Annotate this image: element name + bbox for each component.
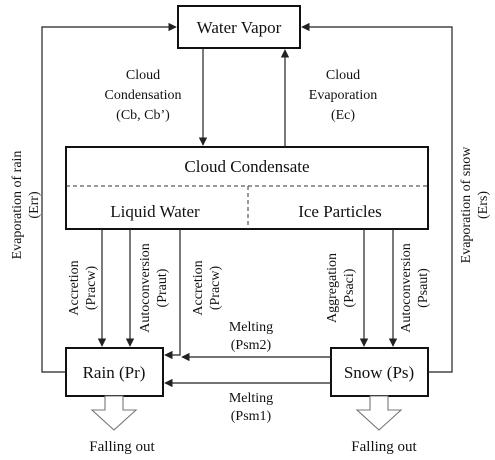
- svg-text:(Praut): (Praut): [155, 268, 170, 307]
- svg-text:Condensation: Condensation: [105, 88, 182, 103]
- svg-text:Accretion: Accretion: [67, 260, 82, 315]
- evaporation-rain-label: Evaporation of rain (Err): [10, 151, 42, 260]
- svg-text:(Psm1): (Psm1): [231, 409, 272, 424]
- falling-out-snow-label: Falling out: [351, 439, 417, 455]
- water-vapor-node: Water Vapor: [177, 5, 301, 49]
- svg-text:(Psm2): (Psm2): [231, 338, 272, 353]
- cloud-condensate-node: Cloud Condensate Liquid Water Ice Partic…: [65, 146, 429, 230]
- aggregation-label: Aggregation (Psaci): [325, 253, 357, 323]
- svg-text:Evaporation of rain: Evaporation of rain: [10, 151, 25, 260]
- svg-text:(Psaut): (Psaut): [416, 268, 431, 308]
- cloud-condensate-label: Cloud Condensate: [184, 157, 309, 176]
- snow-node: Snow (Ps): [330, 347, 429, 397]
- falling-out-rain-arrow: [90, 395, 138, 431]
- autoconversion-left-label: Autoconversion (Praut): [138, 243, 170, 332]
- snow-label: Snow (Ps): [344, 363, 414, 382]
- svg-text:Evaporation of snow: Evaporation of snow: [459, 146, 474, 264]
- ice-particles-label: Ice Particles: [298, 202, 382, 221]
- accretion-right-arrow: [164, 229, 181, 360]
- svg-text:Aggregation: Aggregation: [325, 253, 340, 323]
- svg-text:Melting: Melting: [229, 320, 273, 335]
- svg-text:Accretion: Accretion: [191, 260, 206, 315]
- svg-text:Autoconversion: Autoconversion: [138, 243, 153, 332]
- melting-lower-label: Melting (Psm1): [229, 391, 273, 424]
- svg-text:Melting: Melting: [229, 391, 273, 406]
- svg-text:(Pracw): (Pracw): [208, 266, 223, 311]
- svg-text:(Psaci): (Psaci): [342, 268, 357, 307]
- svg-text:Evaporation: Evaporation: [309, 88, 377, 103]
- cloud-condensation-label: Cloud Condensation (Cb, Cb’): [105, 68, 182, 123]
- evaporation-rain-arrow: [41, 22, 177, 373]
- cloud-evaporation-label: Cloud Evaporation (Ec): [309, 68, 377, 123]
- water-vapor-label: Water Vapor: [197, 18, 282, 37]
- liquid-water-label: Liquid Water: [110, 202, 200, 221]
- svg-text:(Cb, Cb’): (Cb, Cb’): [116, 108, 170, 123]
- evaporation-snow-label: Evaporation of snow (Ers): [459, 146, 491, 264]
- rain-label: Rain (Pr): [83, 363, 146, 382]
- autoconversion-right-label: Autoconversion (Psaut): [399, 243, 431, 332]
- svg-text:Cloud: Cloud: [326, 68, 360, 83]
- accretion-right-label: Accretion (Pracw): [191, 260, 223, 315]
- rain-node: Rain (Pr): [65, 347, 164, 397]
- svg-text:Cloud: Cloud: [126, 68, 160, 83]
- svg-text:Autoconversion: Autoconversion: [399, 243, 414, 332]
- falling-out-rain-label: Falling out: [89, 439, 155, 455]
- falling-out-snow-arrow: [355, 395, 403, 431]
- svg-text:(Ec): (Ec): [331, 108, 355, 123]
- svg-text:(Err): (Err): [27, 191, 42, 219]
- evaporation-snow-arrow: [301, 22, 453, 373]
- melting-upper-label: Melting (Psm2): [229, 320, 273, 353]
- svg-text:(Ers): (Ers): [476, 191, 491, 219]
- accretion-left-label: Accretion (Pracw): [67, 260, 99, 315]
- svg-text:(Pracw): (Pracw): [84, 266, 99, 311]
